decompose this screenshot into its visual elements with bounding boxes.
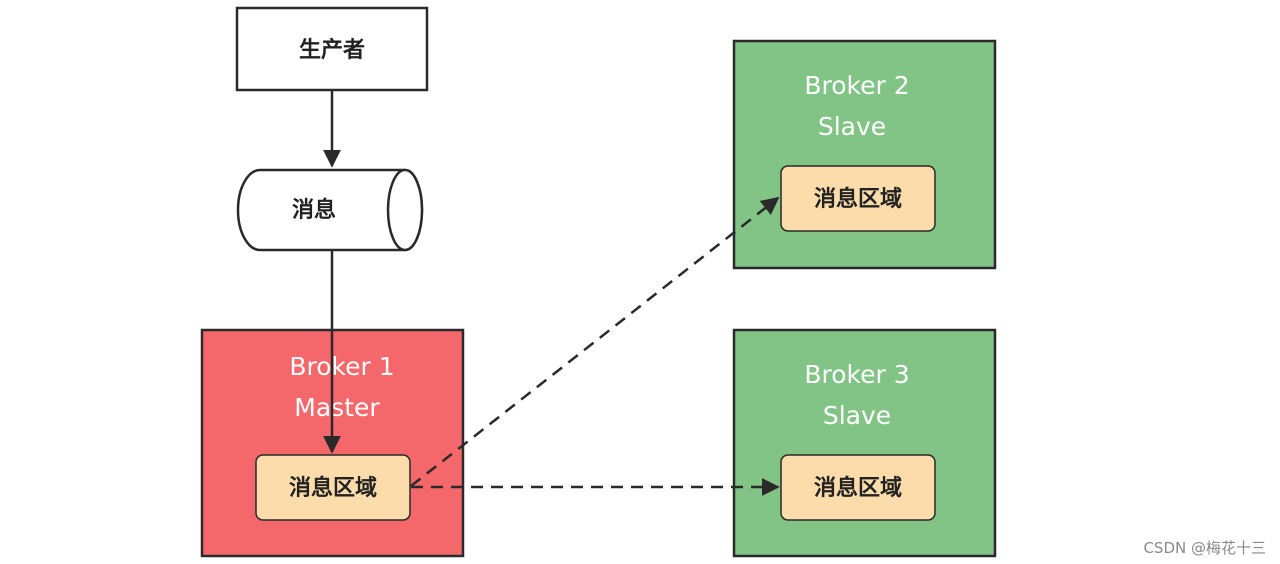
replication-arrow-to-broker2	[410, 196, 780, 487]
message-queue-node: 消息	[236, 168, 424, 252]
broker1-region-label: 消息区域	[289, 475, 377, 501]
broker2-title: Broker 2	[804, 71, 909, 100]
broker1-title: Broker 1	[289, 352, 394, 381]
broker2-node: Broker 2 Slave 消息区域	[732, 39, 997, 270]
broker2-role: Slave	[818, 112, 886, 141]
broker3-node: Broker 3 Slave 消息区域	[732, 328, 997, 558]
broker3-role: Slave	[823, 401, 891, 430]
producer-label: 生产者	[299, 38, 365, 63]
broker3-message-region	[780, 454, 936, 521]
broker2-region-label: 消息区域	[814, 186, 902, 212]
producer-node: 生产者	[235, 6, 429, 92]
watermark-text: CSDN @梅花十三	[1143, 539, 1266, 557]
broker3-region-label: 消息区域	[814, 475, 902, 501]
broker2-message-region	[780, 165, 936, 232]
broker1-message-region: 消息区域	[255, 454, 411, 521]
message-label: 消息	[292, 197, 336, 223]
broker1-role: Master	[294, 393, 380, 422]
broker3-title: Broker 3	[804, 360, 909, 389]
